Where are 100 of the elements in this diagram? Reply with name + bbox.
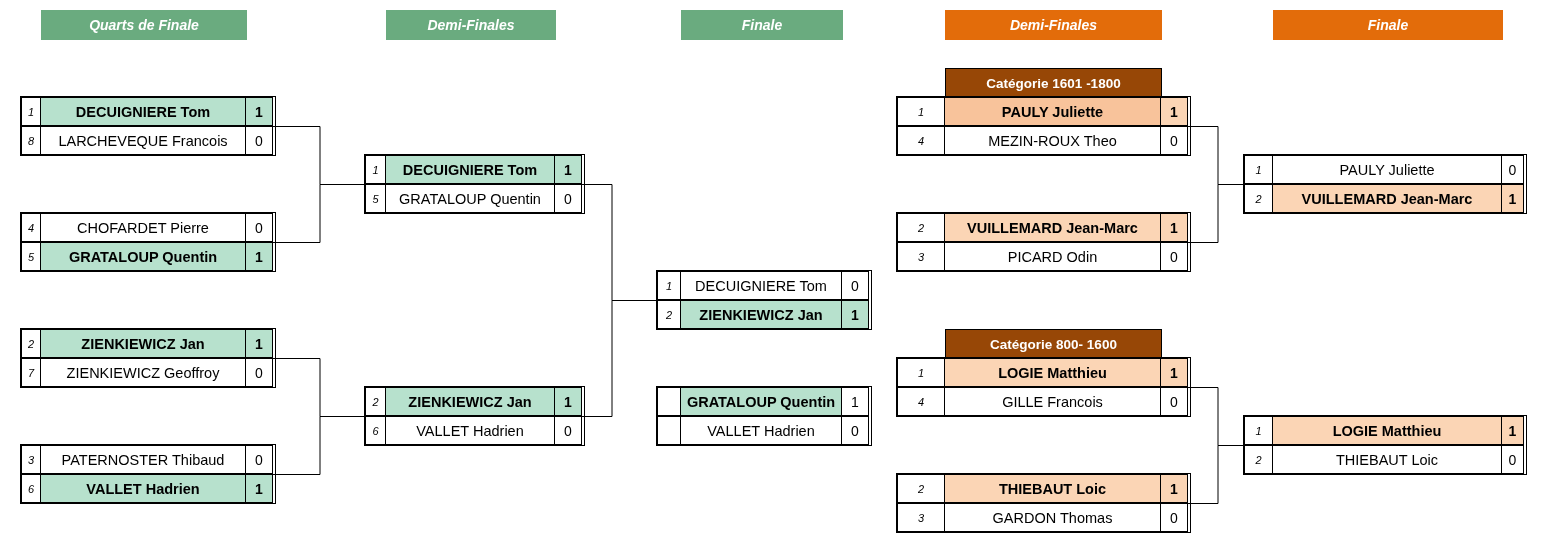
player-row bbox=[365, 184, 582, 213]
round-header: Finale bbox=[1273, 10, 1503, 40]
player-row bbox=[21, 126, 273, 155]
seed-number: 2 bbox=[897, 213, 945, 242]
match-box bbox=[657, 271, 871, 329]
seed-number: 1 bbox=[1244, 155, 1273, 184]
match-box bbox=[21, 329, 275, 387]
seed-number: 1 bbox=[365, 155, 386, 184]
seed-number: 2 bbox=[21, 329, 41, 358]
seed-number: 2 bbox=[1244, 445, 1273, 474]
seed-number: 3 bbox=[897, 503, 945, 532]
score: 1 bbox=[1160, 97, 1188, 126]
player-row bbox=[897, 213, 1188, 242]
player-name: DECUIGNIERE Tom bbox=[680, 271, 842, 300]
player-row bbox=[897, 126, 1188, 155]
player-name: THIEBAUT Loic bbox=[1272, 445, 1502, 474]
match-box bbox=[897, 97, 1190, 155]
seed-number: 1 bbox=[657, 271, 681, 300]
player-row bbox=[657, 300, 869, 329]
seed-number: 2 bbox=[657, 300, 681, 329]
seed-number: 2 bbox=[897, 474, 945, 503]
player-row bbox=[897, 474, 1188, 503]
score: 0 bbox=[841, 416, 869, 445]
player-name: LARCHEVEQUE Francois bbox=[40, 126, 246, 155]
score: 0 bbox=[245, 126, 273, 155]
player-row bbox=[21, 358, 273, 387]
player-name: CHOFARDET Pierre bbox=[40, 213, 246, 242]
player-name: GRATALOUP Quentin bbox=[385, 184, 555, 213]
player-name: VALLET Hadrien bbox=[40, 474, 246, 503]
seed-number: 4 bbox=[897, 387, 945, 416]
match-box bbox=[897, 358, 1190, 416]
score: 0 bbox=[1501, 155, 1524, 184]
player-row bbox=[897, 242, 1188, 271]
player-row bbox=[657, 271, 869, 300]
player-name: DECUIGNIERE Tom bbox=[40, 97, 246, 126]
player-row bbox=[1244, 445, 1524, 474]
player-row bbox=[21, 329, 273, 358]
player-name: GRATALOUP Quentin bbox=[680, 387, 842, 416]
player-name: PICARD Odin bbox=[944, 242, 1161, 271]
bracket-line bbox=[272, 184, 366, 243]
seed-number: 3 bbox=[897, 242, 945, 271]
score: 1 bbox=[245, 474, 273, 503]
player-name: DECUIGNIERE Tom bbox=[385, 155, 555, 184]
seed-number: 5 bbox=[21, 242, 41, 271]
match-box bbox=[897, 474, 1190, 532]
seed-number: 4 bbox=[21, 213, 41, 242]
seed-number: 4 bbox=[897, 126, 945, 155]
score: 1 bbox=[1501, 184, 1524, 213]
seed-number: 3 bbox=[21, 445, 41, 474]
player-name: LOGIE Matthieu bbox=[1272, 416, 1502, 445]
match-box bbox=[365, 387, 584, 445]
player-name: GARDON Thomas bbox=[944, 503, 1161, 532]
player-row bbox=[897, 387, 1188, 416]
player-name: ZIENKIEWICZ Geoffroy bbox=[40, 358, 246, 387]
player-name: VALLET Hadrien bbox=[385, 416, 555, 445]
seed-number: 1 bbox=[1244, 416, 1273, 445]
player-name: PAULY Juliette bbox=[944, 97, 1161, 126]
player-name: ZIENKIEWICZ Jan bbox=[385, 387, 555, 416]
seed-number: 6 bbox=[21, 474, 41, 503]
match-box bbox=[21, 445, 275, 503]
player-name: PATERNOSTER Thibaud bbox=[40, 445, 246, 474]
match-box bbox=[1244, 416, 1526, 474]
player-row bbox=[897, 97, 1188, 126]
score: 1 bbox=[554, 155, 582, 184]
seed-number: 8 bbox=[21, 126, 41, 155]
round-header: Demi-Finales bbox=[386, 10, 556, 40]
seed-number: 1 bbox=[897, 358, 945, 387]
score: 0 bbox=[245, 445, 273, 474]
match-box bbox=[21, 213, 275, 271]
player-name: MEZIN-ROUX Theo bbox=[944, 126, 1161, 155]
score: 1 bbox=[554, 387, 582, 416]
seed-number: 2 bbox=[1244, 184, 1273, 213]
player-row bbox=[365, 387, 582, 416]
player-row bbox=[21, 97, 273, 126]
player-row bbox=[21, 213, 273, 242]
player-row bbox=[897, 358, 1188, 387]
player-row bbox=[897, 503, 1188, 532]
player-row bbox=[21, 242, 273, 271]
category-header: Catégorie 800- 1600 bbox=[945, 329, 1162, 359]
score: 1 bbox=[841, 387, 869, 416]
seed-number: 7 bbox=[21, 358, 41, 387]
player-row bbox=[365, 416, 582, 445]
player-name: PAULY Juliette bbox=[1272, 155, 1502, 184]
player-name: VUILLEMARD Jean-Marc bbox=[1272, 184, 1502, 213]
player-name: GILLE Francois bbox=[944, 387, 1161, 416]
match-box bbox=[897, 213, 1190, 271]
player-name: LOGIE Matthieu bbox=[944, 358, 1161, 387]
score: 0 bbox=[1160, 503, 1188, 532]
player-row bbox=[1244, 416, 1524, 445]
score: 1 bbox=[841, 300, 869, 329]
player-row bbox=[657, 387, 869, 416]
player-row bbox=[21, 445, 273, 474]
player-row bbox=[365, 155, 582, 184]
score: 1 bbox=[1501, 416, 1524, 445]
seed-number: 1 bbox=[21, 97, 41, 126]
player-name: VUILLEMARD Jean-Marc bbox=[944, 213, 1161, 242]
player-name: THIEBAUT Loic bbox=[944, 474, 1161, 503]
seed-number: 1 bbox=[897, 97, 945, 126]
seed-number: 5 bbox=[365, 184, 386, 213]
score: 1 bbox=[245, 242, 273, 271]
